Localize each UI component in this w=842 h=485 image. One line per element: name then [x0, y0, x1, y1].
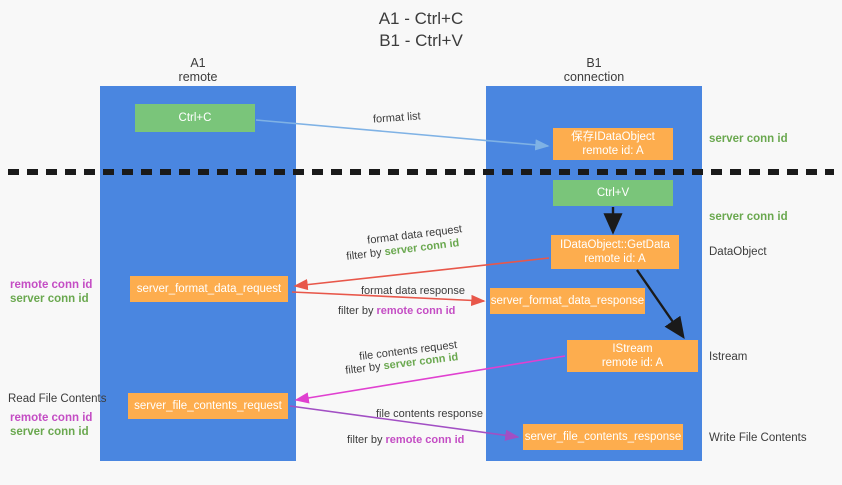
- arrow-label-format-list: format list: [373, 109, 422, 127]
- node-getdata-label: IDataObject::GetData: [560, 239, 670, 251]
- title-line-1: A1 - Ctrl+C: [378, 9, 464, 28]
- node-server-file-contents-response-label: server_file_contents_response: [524, 431, 682, 443]
- node-server-file-contents-request[interactable]: server_file_contents_request: [128, 393, 288, 419]
- node-save-idataobject-label: 保存IDataObject: [571, 131, 655, 143]
- side-label-server-conn-id-second: server conn id: [709, 211, 788, 223]
- node-istream[interactable]: IStream remote id: A: [567, 340, 698, 372]
- side-label-conn-ids-format: remote conn id server conn id: [10, 278, 92, 306]
- page-title: A1 - Ctrl+C B1 - Ctrl+V: [0, 8, 842, 52]
- filter-value-remote-conn-id: remote conn id: [376, 305, 456, 317]
- arrow-label-format-data-response-text: format data response: [361, 285, 465, 297]
- title-line-2: B1 - Ctrl+V: [379, 31, 463, 50]
- arrow-label-file-contents-response: file contents response: [376, 407, 483, 422]
- node-ctrl-c-label: Ctrl+C: [178, 112, 212, 124]
- node-istream-label: IStream: [612, 343, 653, 355]
- node-istream-sublabel: remote id: A: [601, 357, 664, 369]
- arrow-label-format-data-response-filter: filter by remote conn id: [338, 304, 455, 319]
- node-getdata-sublabel: remote id: A: [584, 253, 646, 265]
- side-label-conn-ids-file: remote conn id server conn id: [10, 411, 92, 439]
- node-server-file-contents-response[interactable]: server_file_contents_response: [523, 424, 683, 450]
- node-ctrl-v[interactable]: Ctrl+V: [553, 180, 673, 206]
- filter-prefix: filter by: [338, 305, 377, 317]
- side-label-write-file-contents: Write File Contents: [709, 432, 807, 444]
- side-label-remote-conn-id-1: remote conn id: [10, 279, 93, 291]
- side-label-server-conn-id-2: server conn id: [10, 426, 89, 438]
- node-server-format-data-request-label: server_format_data_request: [136, 283, 282, 295]
- lane-b1-subtitle: connection: [563, 70, 625, 84]
- side-label-remote-conn-id-2: remote conn id: [10, 412, 93, 424]
- lane-a1-name: A1: [190, 56, 206, 70]
- side-label-istream: Istream: [709, 351, 748, 363]
- side-label-read-file-contents: Read File Contents: [8, 393, 107, 405]
- node-ctrl-v-label: Ctrl+V: [596, 187, 630, 199]
- node-ctrl-c[interactable]: Ctrl+C: [135, 104, 255, 132]
- lane-b1-name: B1: [586, 56, 602, 70]
- lane-header-b1: B1 connection: [486, 56, 702, 84]
- node-server-format-data-response-label: server_format_data_response: [490, 295, 645, 307]
- node-server-format-data-response[interactable]: server_format_data_response: [490, 288, 645, 314]
- side-label-server-conn-id-top: server conn id: [709, 133, 788, 145]
- side-label-dataobject: DataObject: [709, 246, 767, 258]
- arrow-label-file-contents-response-filter: filter by remote conn id: [347, 433, 464, 448]
- lane-header-a1: A1 remote: [100, 56, 296, 84]
- lane-a1-subtitle: remote: [178, 70, 218, 84]
- side-label-server-conn-id-1: server conn id: [10, 293, 89, 305]
- node-save-idataobject-sublabel: remote id: A: [582, 145, 644, 157]
- arrow-label-file-contents-response-text: file contents response: [376, 408, 484, 420]
- filter-value-remote-conn-id: remote conn id: [385, 434, 465, 446]
- node-getdata[interactable]: IDataObject::GetData remote id: A: [551, 235, 679, 269]
- node-save-idataobject[interactable]: 保存IDataObject remote id: A: [553, 128, 673, 160]
- arrow-label-format-data-response: format data response: [361, 284, 465, 299]
- arrow-label-format-list-text: format list: [372, 110, 422, 126]
- node-server-file-contents-request-label: server_file_contents_request: [134, 400, 282, 412]
- filter-prefix: filter by: [345, 246, 386, 263]
- node-server-format-data-request[interactable]: server_format_data_request: [130, 276, 288, 302]
- filter-prefix: filter by: [347, 434, 386, 446]
- filter-prefix: filter by: [344, 360, 385, 377]
